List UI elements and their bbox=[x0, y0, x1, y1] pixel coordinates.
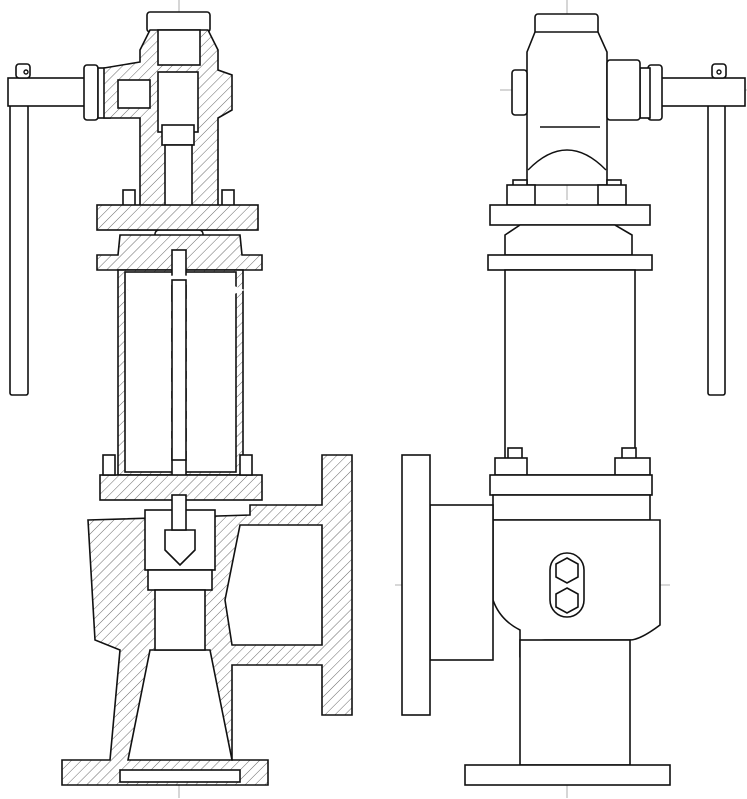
cap-assembly bbox=[506, 13, 641, 206]
lever bbox=[7, 63, 111, 396]
bonnet-flange bbox=[96, 204, 259, 231]
housing-bottom-plate bbox=[489, 474, 653, 496]
hex-plug-icon bbox=[555, 587, 579, 614]
hex-plug-icon bbox=[555, 557, 579, 584]
outlet-flange bbox=[401, 454, 431, 716]
housing-top-plate bbox=[487, 254, 653, 271]
valve-body bbox=[401, 454, 671, 786]
valve-body bbox=[61, 454, 353, 786]
bonnet-flange bbox=[489, 204, 651, 226]
dome bbox=[504, 224, 633, 256]
section-view bbox=[7, 0, 353, 799]
side-view bbox=[395, 0, 747, 799]
spring-housing bbox=[504, 269, 636, 476]
inlet-flange bbox=[464, 764, 671, 786]
spring-housing bbox=[117, 249, 245, 501]
lever bbox=[639, 63, 746, 396]
